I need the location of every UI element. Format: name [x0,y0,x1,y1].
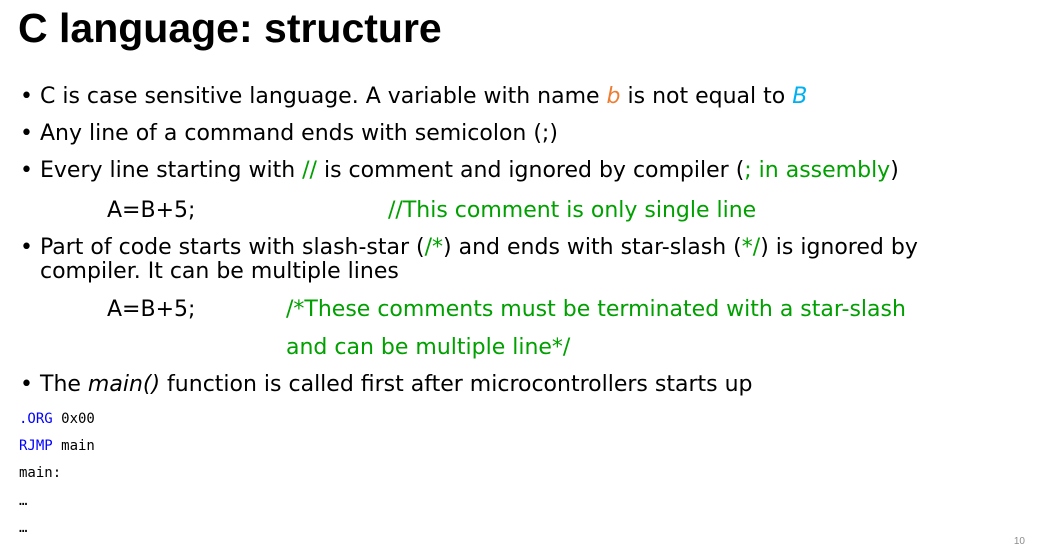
comment-marker: // [302,158,317,183]
bullet-icon: • [20,84,33,109]
bullet-text-part: C is case sensitive language. A variable… [40,84,607,109]
asm-line-ellipsis: … [19,520,28,536]
example-code: A=B+5; [107,297,196,322]
block-comment-open: /* [424,235,444,260]
asm-instruction: RJMP [19,438,53,454]
bullet-text: compiler. It can be multiple lines [40,259,399,284]
bullet-icon: • [20,235,33,260]
bullet-icon: • [20,158,33,183]
asm-line-label: main: [19,465,62,481]
bullet-text-part: function is called first after microcont… [160,372,753,397]
example-comment: /*These comments must be terminated with… [286,297,906,322]
assembly-comment-note: ; in assembly [744,158,891,183]
example-comment: //This comment is only single line [388,198,757,223]
example-code: A=B+5; [107,198,196,223]
asm-directive: .ORG [19,411,53,427]
bullet-icon: • [20,121,33,146]
block-comment-close: */ [741,235,761,260]
bullet-text: Any line of a command ends with semicolo… [40,121,558,146]
slide-title: C language: structure [18,5,442,51]
bullet-text-part: ) is ignored by [760,235,918,260]
bullet-text: Every line starting with // is comment a… [40,157,899,184]
bullet-text-part: ) [890,158,899,183]
asm-line-ellipsis: … [19,493,28,509]
bullet-text-part: The [40,372,88,397]
bullet-text-part: Part of code starts with slash-star ( [40,235,425,260]
variable-uppercase-b: B [792,84,808,109]
bullet-text-part: Every line starting with [40,158,303,183]
asm-argument: main [52,438,95,454]
variable-lowercase-b: b [606,84,621,109]
asm-line-rjmp: RJMP main [19,437,95,455]
bullet-text: The main() function is called first afte… [40,371,752,398]
bullet-icon: • [20,372,33,397]
main-function-name: main() [87,372,161,397]
bullet-text: C is case sensitive language. A variable… [40,83,807,110]
page-number: 10 [1013,536,1025,547]
asm-line-org: .ORG 0x00 [19,410,95,428]
bullet-text-part: ) and ends with star-slash ( [443,235,742,260]
bullet-text-part: is comment and ignored by compiler ( [316,158,745,183]
example-comment: and can be multiple line*/ [286,335,571,360]
asm-argument: 0x00 [52,411,95,427]
bullet-text: Part of code starts with slash-star (/*)… [40,234,918,261]
bullet-text-part: is not equal to [620,84,793,109]
